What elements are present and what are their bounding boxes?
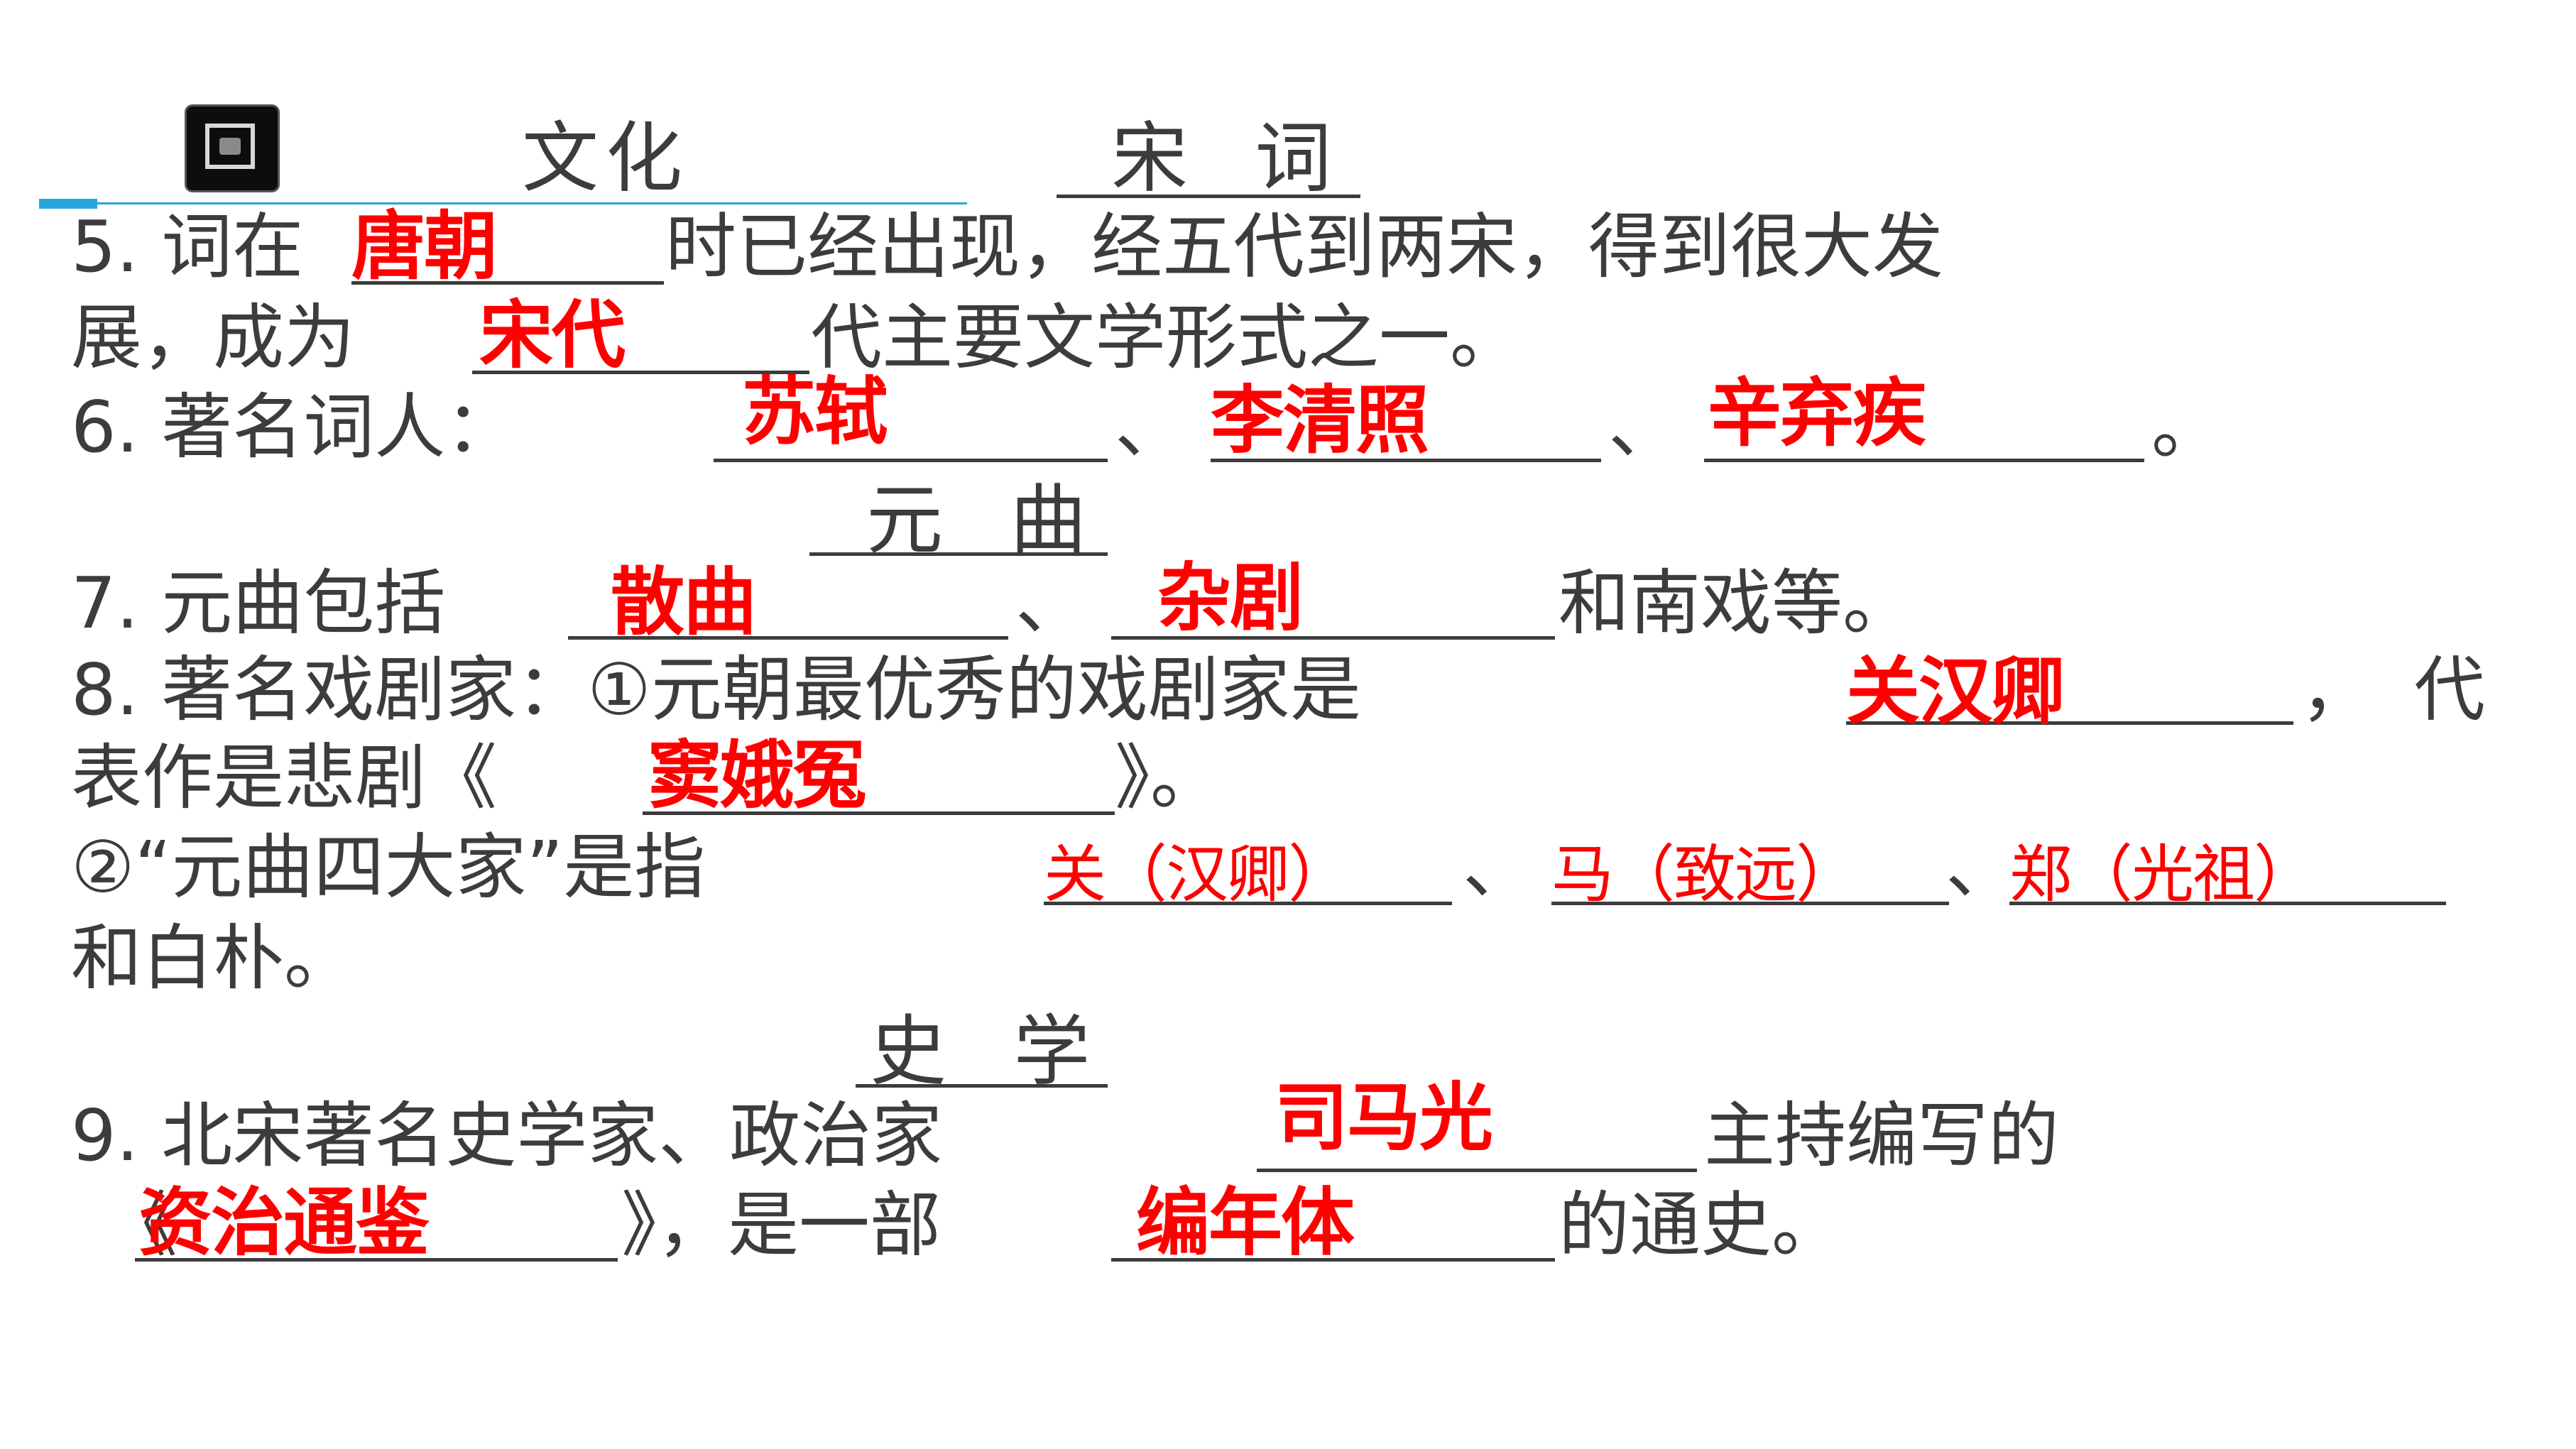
q6-answer-3: 辛弃疾 [1708, 370, 1926, 456]
q9-blank-1 [1257, 1169, 1697, 1172]
q8-text-1: 8. 著名戏剧家：①元朝最优秀的戏剧家是 [71, 648, 1361, 731]
q8-answer-5: 郑（光祖） [2009, 838, 2316, 911]
section-title-yuan: 元 曲 [866, 476, 1108, 565]
category-title: 文化 [522, 114, 690, 203]
q7-blank-2 [1111, 636, 1555, 640]
q6-answer-2: 李清照 [1211, 377, 1429, 464]
section-underline-song [1057, 195, 1360, 198]
q7-answer-1: 散曲 [611, 559, 757, 645]
q8-text-3: 表作是悲剧《 [71, 736, 497, 819]
q5-text-1: 5. 词在 [71, 205, 304, 288]
q9-text-2: 主持编写的 [1704, 1094, 2059, 1177]
q6-sep-1: 、 [1115, 386, 1186, 469]
q6-label: 6. 著名词人： [71, 386, 517, 469]
q9-blank-2 [135, 1258, 618, 1262]
q5-answer-1: 唐朝 [351, 203, 498, 290]
q6-sep-2: 、 [1608, 386, 1679, 469]
q8-blank-3 [1044, 902, 1452, 905]
q8-sep-1: 、 [1463, 826, 1534, 909]
q5-text-2: 时已经出现，经五代到两宋，得到很大发 [665, 205, 1943, 288]
q8-answer-4: 马（致远） [1551, 838, 1858, 911]
q8-answer-3: 关（汉卿） [1044, 838, 1350, 911]
q6-blank-3 [1704, 459, 2144, 462]
q8-answer-1: 关汉卿 [1846, 648, 2065, 735]
q8-text-6: 和白朴。 [71, 917, 355, 1000]
q6-end: 。 [2151, 386, 2222, 469]
q9-answer-1: 司马光 [1275, 1074, 1493, 1161]
accent-bar [39, 199, 97, 209]
q7-suffix: 和南戏等。 [1559, 562, 1914, 645]
focus-icon-inner [205, 124, 255, 169]
q8-blank-5 [2009, 902, 2446, 905]
q5-text-4: 代主要文学形式之一。 [811, 296, 1521, 379]
q6-answer-1: 苏轼 [742, 368, 888, 455]
section-underline-yuan [809, 552, 1108, 556]
q8-blank-1 [1846, 721, 2293, 725]
q8-answer-2: 窦娥冤 [648, 732, 866, 819]
q9-text-5: 的通史。 [1559, 1183, 1843, 1267]
q7-answer-2: 杂剧 [1157, 554, 1304, 641]
q6-blank-2 [1211, 459, 1601, 462]
q8-sep-2: 、 [1945, 826, 2016, 909]
q5-blank-2 [472, 371, 809, 374]
q8-blank-2 [643, 811, 1115, 815]
q7-sep-1: 、 [1015, 562, 1086, 645]
q5-text-3: 展，成为 [71, 296, 355, 379]
q8-text-2: ，代 [2301, 648, 2528, 731]
q9-blank-3 [1111, 1258, 1555, 1262]
q9-text-3: 《 [107, 1183, 178, 1267]
q8-text-4: 》。 [1115, 736, 1221, 819]
section-underline-shi [856, 1084, 1108, 1088]
q9-answer-3: 编年体 [1136, 1179, 1355, 1266]
q9-text-4: 》，是一部 [621, 1183, 941, 1267]
q8-blank-4 [1551, 902, 1949, 905]
q9-text-1: 9. 北宋著名史学家、政治家 [71, 1094, 943, 1177]
q5-blank-1 [351, 281, 664, 285]
q8-text-5: ②“元曲四大家”是指 [71, 826, 706, 909]
q7-blank-1 [568, 636, 1008, 640]
focus-icon[interactable] [187, 106, 278, 190]
q6-blank-1 [714, 459, 1108, 462]
section-title-shi: 史 学 [870, 1007, 1112, 1096]
q7-label: 7. 元曲包括 [71, 562, 446, 645]
q9-answer-2: 资治通鉴 [138, 1179, 430, 1266]
q5-answer-2: 宋代 [479, 292, 626, 378]
section-title-song: 宋 词 [1111, 114, 1353, 203]
accent-line [97, 202, 967, 204]
